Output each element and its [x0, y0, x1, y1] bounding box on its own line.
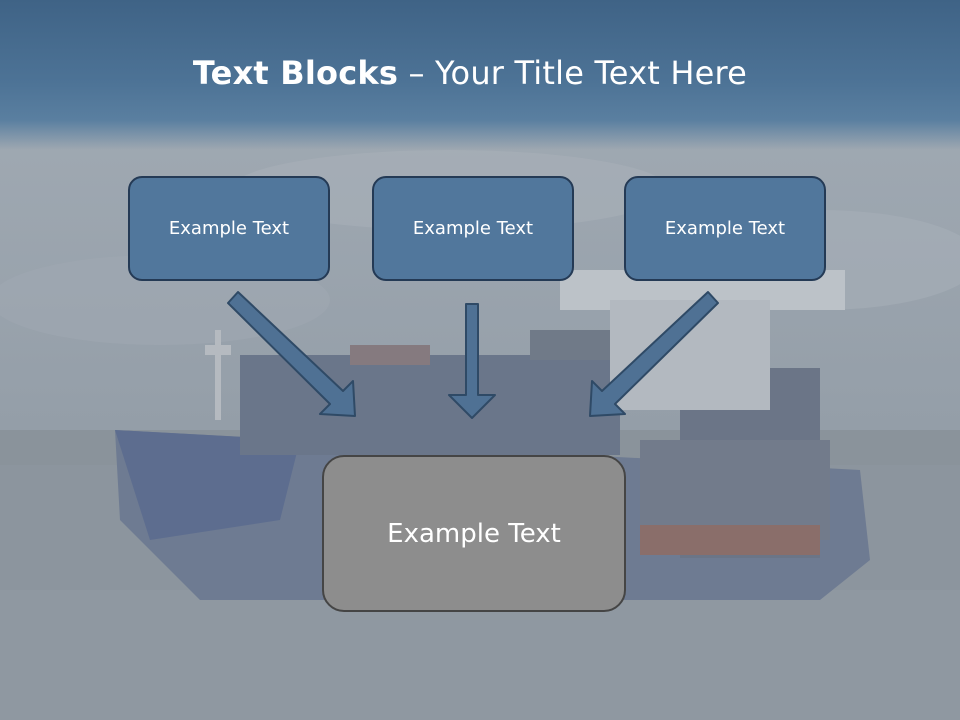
text-block-2[interactable]: Example Text	[372, 176, 574, 281]
slide-title[interactable]: Text Blocks – Your Title Text Here	[0, 54, 940, 92]
title-bold-part: Text Blocks	[192, 54, 399, 92]
text-block-3[interactable]: Example Text	[624, 176, 826, 281]
text-block-1-label: Example Text	[168, 218, 290, 239]
text-block-target[interactable]: Example Text	[322, 455, 626, 612]
title-regular-part: – Your Title Text Here	[398, 54, 748, 92]
text-block-1[interactable]: Example Text	[128, 176, 330, 281]
title-bar	[0, 0, 960, 150]
text-block-target-label: Example Text	[387, 518, 561, 549]
text-block-2-label: Example Text	[412, 218, 534, 239]
text-block-3-label: Example Text	[664, 218, 786, 239]
